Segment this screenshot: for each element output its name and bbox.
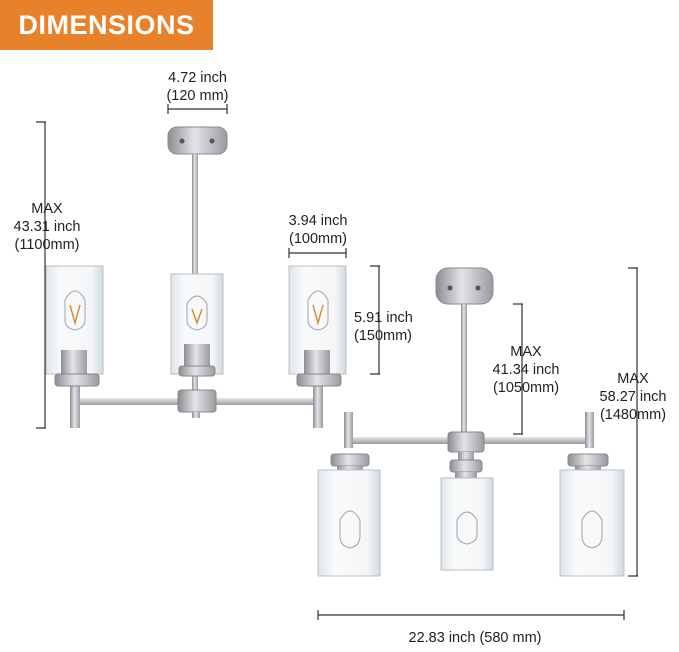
canopy-width-inch: 4.72 inch [168, 70, 227, 86]
canopy-screw [209, 138, 215, 144]
shade-height-mm: (150mm) [354, 328, 413, 344]
left-max-height-line [36, 121, 46, 429]
left-arm-drop [70, 386, 80, 428]
left-hub-nut [192, 412, 200, 418]
canopy-screw [179, 138, 185, 144]
right-max-inch: 58.27 inch [599, 389, 667, 405]
left-max-inch: 43.31 inch [13, 219, 81, 235]
shade-height-inch: 5.91 inch [354, 310, 413, 326]
right-down-rod [461, 304, 467, 434]
canopy-width-mm: (120 mm) [166, 88, 229, 104]
shade-height-label: 5.91 inch (150mm) [354, 309, 413, 345]
left-fixture [45, 126, 347, 428]
right-fixture [317, 267, 625, 577]
right-max-height-line [628, 267, 638, 577]
mid-max-mm: (1050mm) [492, 380, 560, 396]
overall-width-text: 22.83 inch (580 mm) [408, 630, 542, 646]
right-shade-3 [559, 453, 625, 577]
right-arm-riser [585, 412, 594, 448]
canopy-width-line [167, 104, 228, 114]
shade-height-line [370, 265, 380, 375]
right-arm-riser [344, 412, 353, 448]
right-canopy [435, 267, 494, 305]
right-hub [447, 431, 485, 453]
glass-shade [559, 469, 625, 577]
canopy-screw [475, 285, 481, 291]
right-max-mm: (1480mm) [599, 407, 667, 423]
cup [567, 453, 609, 467]
left-shade-2 [170, 273, 224, 377]
cup [54, 373, 100, 387]
left-down-rod [192, 154, 198, 390]
cup [296, 373, 342, 387]
mid-max-text: MAX [510, 344, 542, 360]
shade-width-label: 3.94 inch (100mm) [268, 212, 368, 248]
right-shade-1 [317, 453, 381, 577]
bulb-icon [307, 290, 329, 331]
dimension-lines [36, 104, 638, 620]
shade-width-inch: 3.94 inch [288, 213, 348, 229]
dimensions-banner: DIMENSIONS [0, 0, 213, 50]
filament [191, 308, 203, 326]
left-max-height-label: MAX 43.31 inch (1100mm) [2, 200, 92, 254]
mid-max-height-label: MAX 41.34 inch (1050mm) [476, 343, 576, 397]
left-canopy [167, 126, 228, 155]
bulb-icon [581, 510, 603, 549]
canopy-screw [447, 285, 453, 291]
glass-shade [440, 477, 494, 571]
right-hub-nut [458, 452, 474, 460]
filament [69, 304, 81, 326]
glass-shade [317, 469, 381, 577]
socket [61, 350, 87, 374]
shade-width-line [288, 248, 347, 258]
right-arm-drop [313, 386, 323, 428]
filament [312, 304, 324, 326]
bulb-icon [186, 295, 208, 331]
cup [330, 453, 370, 467]
bulb-icon [456, 511, 478, 545]
left-shade-3 [288, 265, 347, 387]
left-hub [177, 389, 217, 413]
socket [304, 350, 330, 374]
left-max-text: MAX [31, 201, 63, 217]
bulb-icon [64, 290, 86, 331]
cup [178, 365, 216, 377]
cup [449, 459, 483, 473]
socket [184, 344, 210, 368]
overall-width-line [317, 610, 625, 620]
overall-width-label: 22.83 inch (580 mm) [360, 629, 590, 647]
right-max-height-label: MAX 58.27 inch (1480mm) [588, 370, 678, 424]
right-shade-2 [440, 459, 494, 571]
bulb-icon [339, 510, 361, 549]
canopy-width-label: 4.72 inch (120 mm) [150, 69, 245, 105]
left-shade-1 [45, 265, 104, 387]
mid-max-height-line [513, 303, 523, 435]
right-max-text: MAX [617, 371, 649, 387]
left-max-mm: (1100mm) [14, 237, 80, 253]
banner-title: DIMENSIONS [18, 10, 195, 40]
shade-width-mm: (100mm) [288, 231, 347, 247]
mid-max-inch: 41.34 inch [492, 362, 560, 378]
